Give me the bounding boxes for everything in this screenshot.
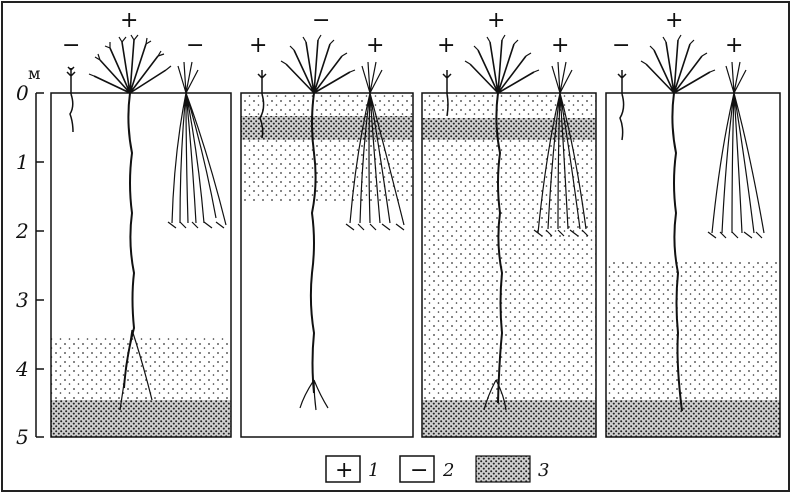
panel-4-sign-center: + — [665, 8, 683, 33]
panel-1-sign-center: + — [120, 8, 138, 33]
panel-2-sign-center: − — [312, 8, 330, 33]
depth-tick-label: 5 — [16, 425, 29, 449]
legend-number-3: 3 — [538, 460, 549, 481]
panel-1-sign-left: − — [62, 33, 80, 58]
panel-1: − + − — [51, 8, 231, 437]
depth-tick-label: 1 — [16, 150, 29, 174]
legend-number-1: 1 — [368, 460, 379, 481]
depth-tick-label: 3 — [16, 288, 29, 312]
groundwater-layer — [422, 400, 596, 437]
moist-soil-band — [241, 116, 413, 140]
depth-unit-label: м — [28, 64, 40, 83]
panel-3-sign-right: + — [551, 33, 569, 58]
panel-3: + + + — [422, 8, 596, 437]
depth-tick-label: 0 — [16, 81, 29, 105]
panel-3-sign-left: + — [437, 33, 455, 58]
panel-4: − + + — [606, 8, 780, 437]
legend: + 1 − 2 3 — [326, 456, 549, 483]
depth-axis: м 0 1 2 3 4 5 — [15, 64, 44, 449]
panel-4-sign-right: + — [725, 33, 743, 58]
panel-2-sign-right: + — [366, 33, 384, 58]
groundwater-layer — [51, 400, 231, 437]
moist-soil-layer — [606, 262, 780, 400]
legend-item-2: − 2 — [400, 456, 454, 483]
legend-number-2: 2 — [442, 460, 454, 481]
panel-3-sign-center: + — [487, 8, 505, 33]
legend-swatch-groundwater — [476, 456, 530, 482]
moist-soil-layer — [422, 93, 596, 437]
panel-2-sign-left: + — [249, 33, 267, 58]
moist-soil-layer — [241, 93, 413, 203]
legend-item-3: 3 — [476, 456, 549, 482]
depth-tick-label: 4 — [15, 357, 29, 381]
groundwater-layer — [606, 400, 780, 437]
legend-item-1: + 1 — [326, 456, 379, 483]
panel-4-sign-left: − — [612, 33, 630, 58]
legend-symbol-plus: + — [335, 458, 353, 483]
legend-symbol-minus: − — [410, 458, 428, 483]
moist-soil-layer — [51, 338, 231, 400]
panel-1-sign-right: − — [186, 33, 204, 58]
depth-tick-label: 2 — [15, 219, 29, 243]
panel-2: + − + — [241, 8, 413, 437]
